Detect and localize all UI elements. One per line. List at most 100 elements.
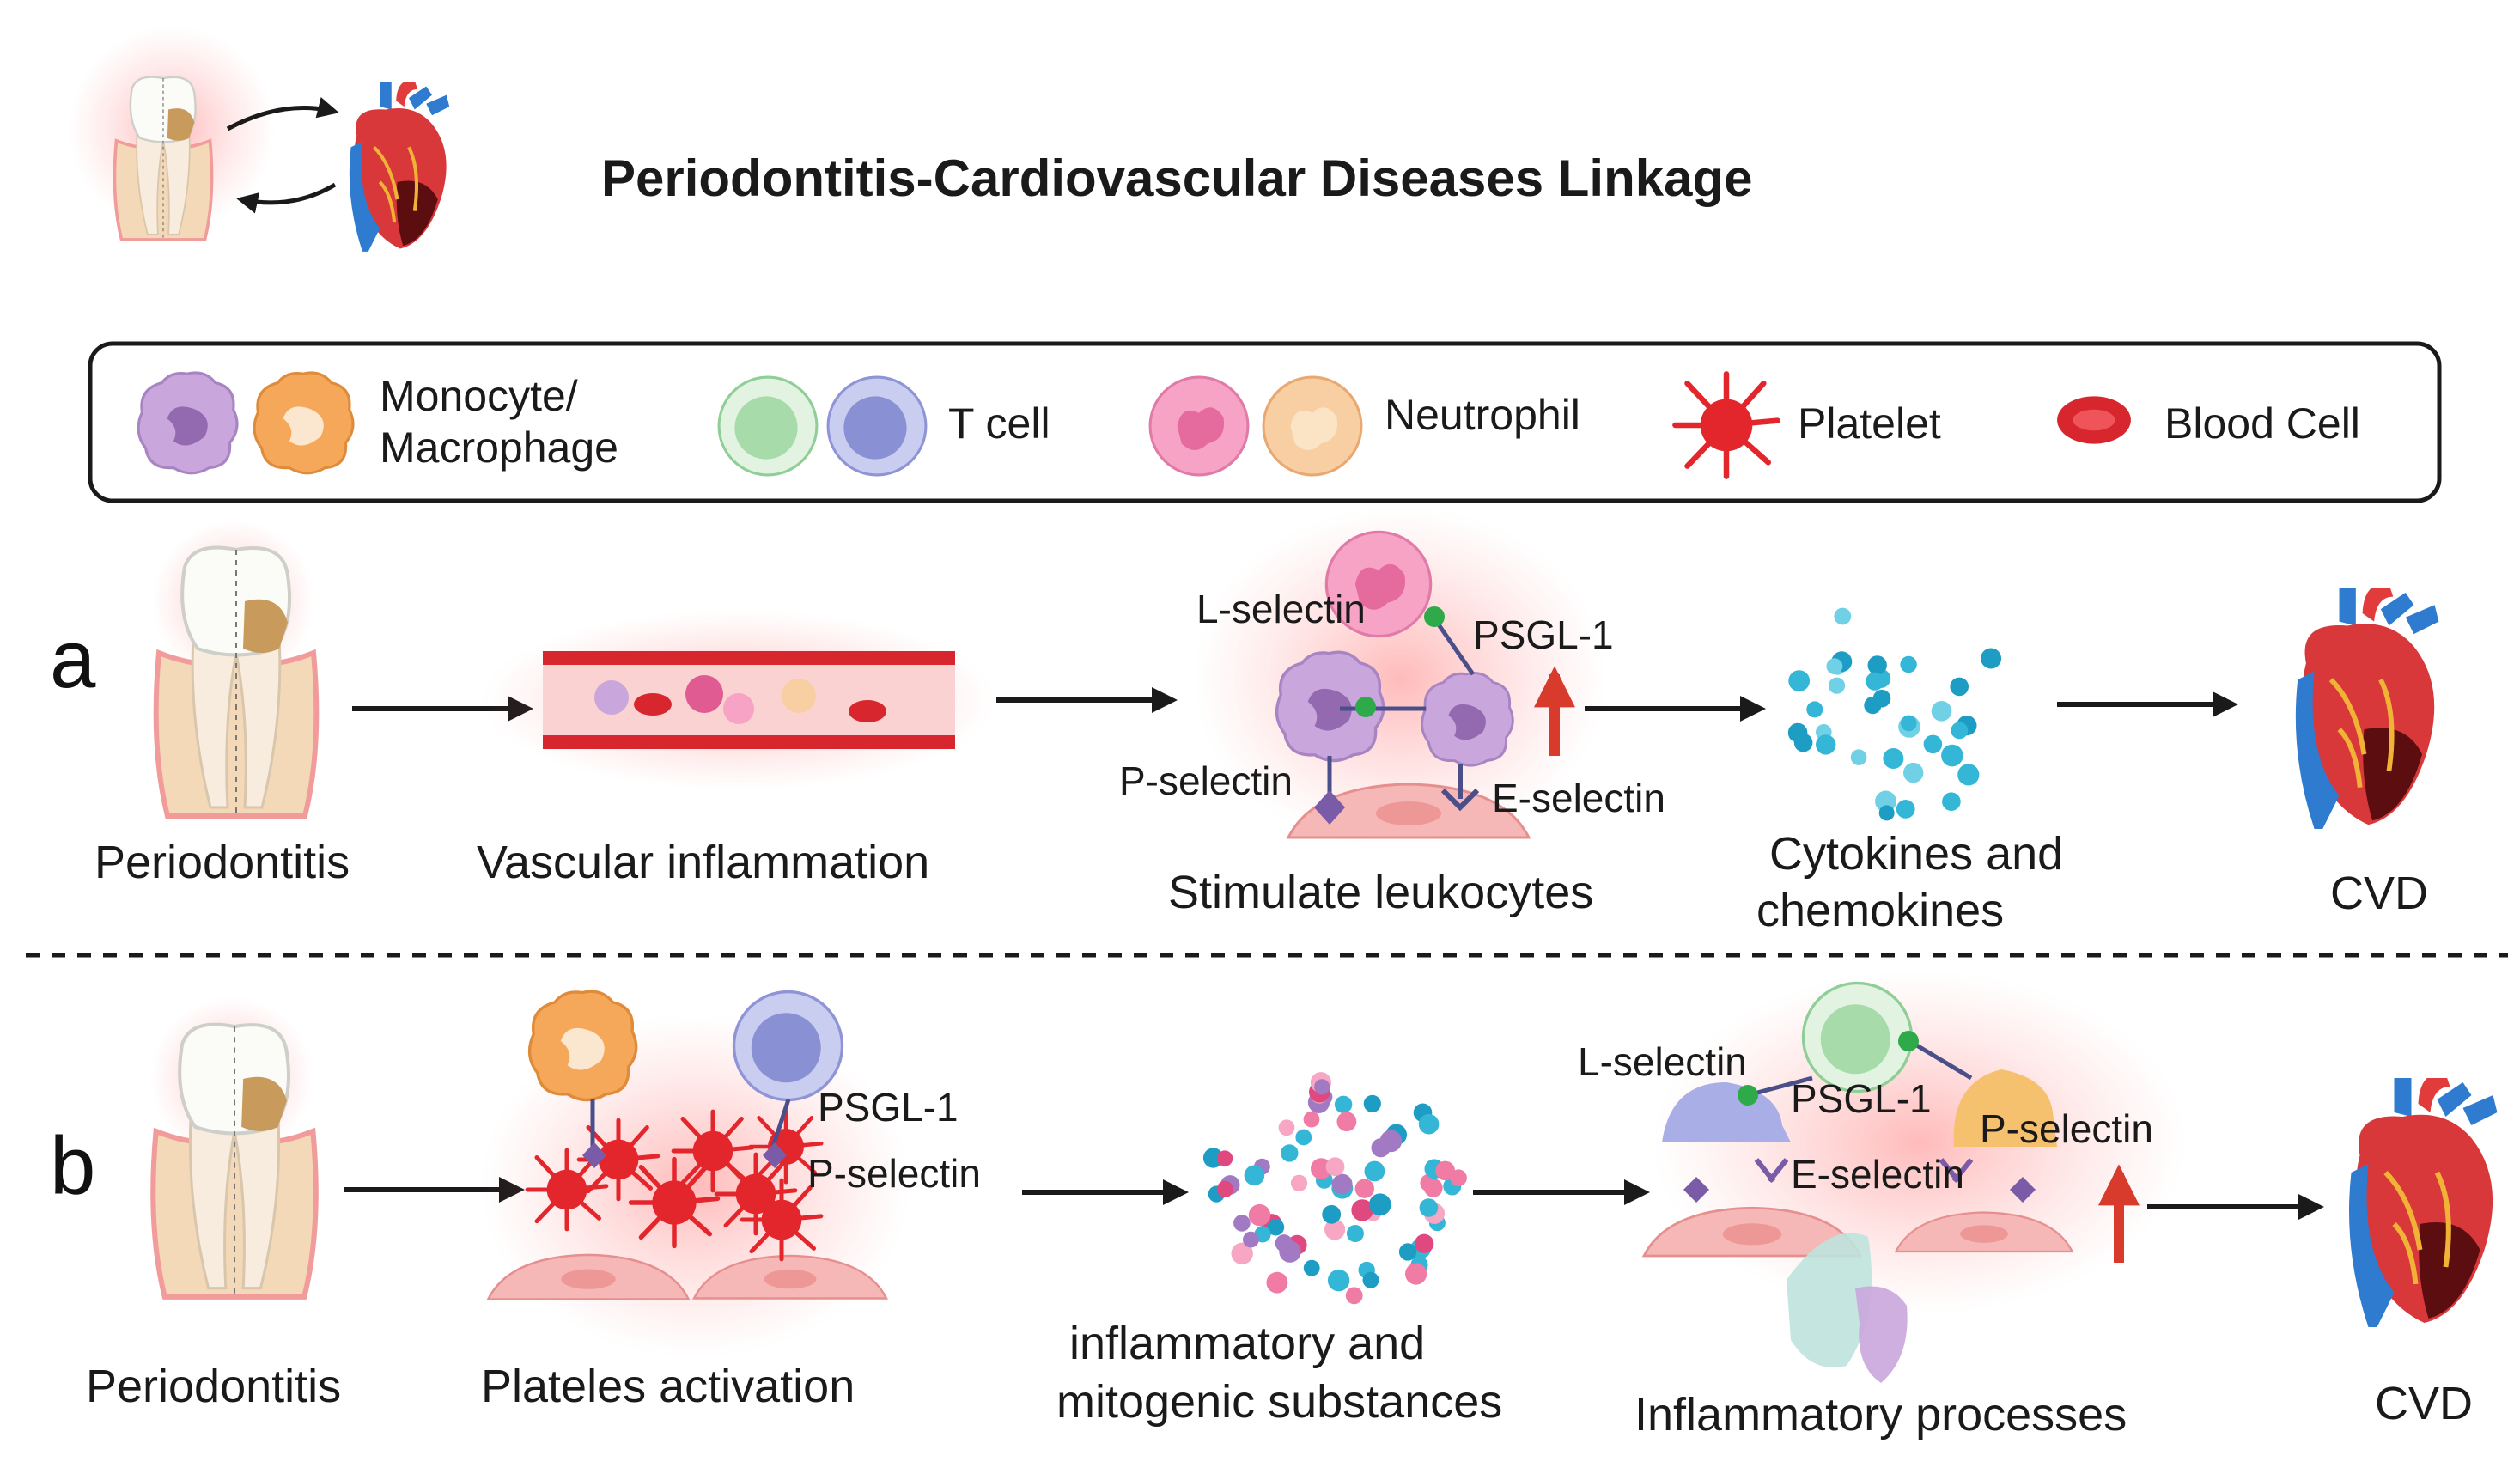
particle-dot xyxy=(1351,1199,1373,1221)
label-psgl1-a: PSGL-1 xyxy=(1473,612,1614,657)
legend-blood-cell-label: Blood Cell xyxy=(2164,399,2360,448)
label-cytokines-line2: chemokines xyxy=(1756,885,2004,936)
heart-icon xyxy=(2349,1073,2498,1327)
label-p-selectin-b-right: P-selectin xyxy=(1980,1106,2153,1151)
leukocyte-interaction-illustration xyxy=(1194,507,1606,850)
particle-dot xyxy=(1327,1269,1350,1292)
monocyte-icon xyxy=(137,371,239,475)
label-substances-line1: inflammatory and xyxy=(1069,1318,1425,1369)
particle-dot xyxy=(1950,677,1969,697)
label-l-selectin-b: L-selectin xyxy=(1578,1039,1747,1084)
label-periodontitis-b: Periodontitis xyxy=(86,1361,341,1412)
particle-dot xyxy=(1828,677,1846,694)
label-platelets-activation: Plateles activation xyxy=(481,1361,855,1412)
particle-dot xyxy=(1314,1079,1330,1095)
t-cell-blue-icon xyxy=(826,375,928,477)
t-cell-green-icon xyxy=(717,375,819,477)
particle-dot xyxy=(1806,701,1823,718)
label-stimulate-leukocytes: Stimulate leukocytes xyxy=(1168,867,1593,918)
particle-dot xyxy=(1216,1150,1233,1166)
label-cvd-a: CVD xyxy=(2330,868,2428,919)
label-periodontitis-a: Periodontitis xyxy=(94,837,350,888)
legend-platelet-label: Platelet xyxy=(1798,399,1941,448)
particle-dot xyxy=(1363,1094,1381,1112)
legend: Monocyte/ Macrophage T cell Neutrophil P… xyxy=(88,341,2442,503)
particle-dot xyxy=(1423,1179,1443,1197)
label-vascular-inflammation: Vascular inflammation xyxy=(477,837,929,888)
particle-dot xyxy=(1957,764,1980,786)
particle-dot xyxy=(1216,1180,1234,1198)
label-psgl1-b-left: PSGL-1 xyxy=(818,1085,959,1130)
particle-dot xyxy=(1878,805,1895,821)
particle-dot xyxy=(1345,1287,1363,1305)
particle-dot xyxy=(1931,701,1952,722)
panel-b: b Periodontitis PSGL-1 P-selectin Platel… xyxy=(50,971,2498,1441)
particle-dot xyxy=(1362,1271,1379,1288)
panel-a: a Periodontitis Vascular inflammation xyxy=(50,507,2438,936)
particle-dot xyxy=(1981,648,2002,669)
heart-icon xyxy=(2296,584,2439,829)
particle-dot xyxy=(1941,744,1963,767)
header-illustration xyxy=(69,26,449,252)
particle-dot xyxy=(1325,1157,1345,1177)
legend-tcell-label: T cell xyxy=(948,399,1050,448)
particle-dot xyxy=(1923,734,1943,754)
panel-a-letter: a xyxy=(50,613,96,705)
particle-dot xyxy=(1231,1242,1253,1265)
particle-dot xyxy=(1435,1160,1455,1181)
particle-dot xyxy=(1900,655,1917,673)
particle-dot xyxy=(1788,670,1811,691)
particle-dot xyxy=(1278,1119,1295,1136)
particle-dot xyxy=(1903,762,1924,783)
platelet-activation-illustration xyxy=(481,990,910,1357)
particle-dot xyxy=(1368,1193,1391,1216)
particle-dot xyxy=(1202,1148,1224,1168)
label-e-selectin-b: E-selectin xyxy=(1791,1152,1964,1197)
particle-dot xyxy=(1787,722,1808,743)
figure-title: Periodontitis-Cardiovascular Diseases Li… xyxy=(601,149,1752,207)
particle-dot xyxy=(1450,1169,1467,1186)
heart-icon xyxy=(350,80,449,252)
particle-dot xyxy=(1324,1219,1346,1240)
particle-dot xyxy=(1281,1144,1299,1162)
particle-dot xyxy=(1866,672,1884,691)
label-p-selectin-a: P-selectin xyxy=(1119,758,1293,803)
particle-dot xyxy=(1867,655,1887,675)
particle-dot xyxy=(1371,1138,1391,1158)
particle-dot xyxy=(1951,722,1969,740)
particle-dot xyxy=(1816,734,1836,755)
particle-dot xyxy=(1244,1165,1265,1186)
legend-macrophage-label: Macrophage xyxy=(380,423,618,472)
arrow-icon xyxy=(236,182,337,214)
label-l-selectin-a: L-selectin xyxy=(1196,587,1366,631)
macrophage-icon xyxy=(253,371,355,475)
particle-dot xyxy=(1334,1095,1353,1114)
legend-neutrophil-label: Neutrophil xyxy=(1385,391,1580,439)
label-inflammatory-processes: Inflammatory processes xyxy=(1634,1389,2127,1441)
particle-dot xyxy=(1266,1271,1288,1294)
blood-cell-icon xyxy=(2057,396,2131,444)
particle-dot xyxy=(1896,800,1915,819)
particle-dot xyxy=(1331,1173,1353,1195)
label-cytokines-line1: Cytokines and xyxy=(1769,828,2063,880)
particle-dot xyxy=(1942,792,1961,811)
particle-dot xyxy=(1303,1259,1320,1276)
particle-dot xyxy=(1834,607,1852,625)
particle-dot xyxy=(1418,1113,1440,1135)
particle-dot xyxy=(1303,1111,1320,1128)
particle-dot xyxy=(1405,1263,1427,1285)
particle-dot xyxy=(1354,1179,1375,1198)
particle-dot xyxy=(1850,749,1867,765)
label-cvd-b: CVD xyxy=(2375,1378,2473,1429)
particle-dot xyxy=(1364,1160,1385,1182)
particle-dot xyxy=(1414,1233,1434,1254)
legend-monocyte-label: Monocyte/ xyxy=(380,372,578,420)
particle-dot xyxy=(1346,1225,1364,1242)
particle-dot xyxy=(1901,715,1917,732)
particle-dot xyxy=(1826,658,1843,675)
neutrophil-pink-icon xyxy=(1148,375,1250,477)
label-p-selectin-b-left: P-selectin xyxy=(807,1151,981,1196)
particle-dot xyxy=(1419,1198,1439,1217)
particle-dot xyxy=(1322,1204,1342,1224)
